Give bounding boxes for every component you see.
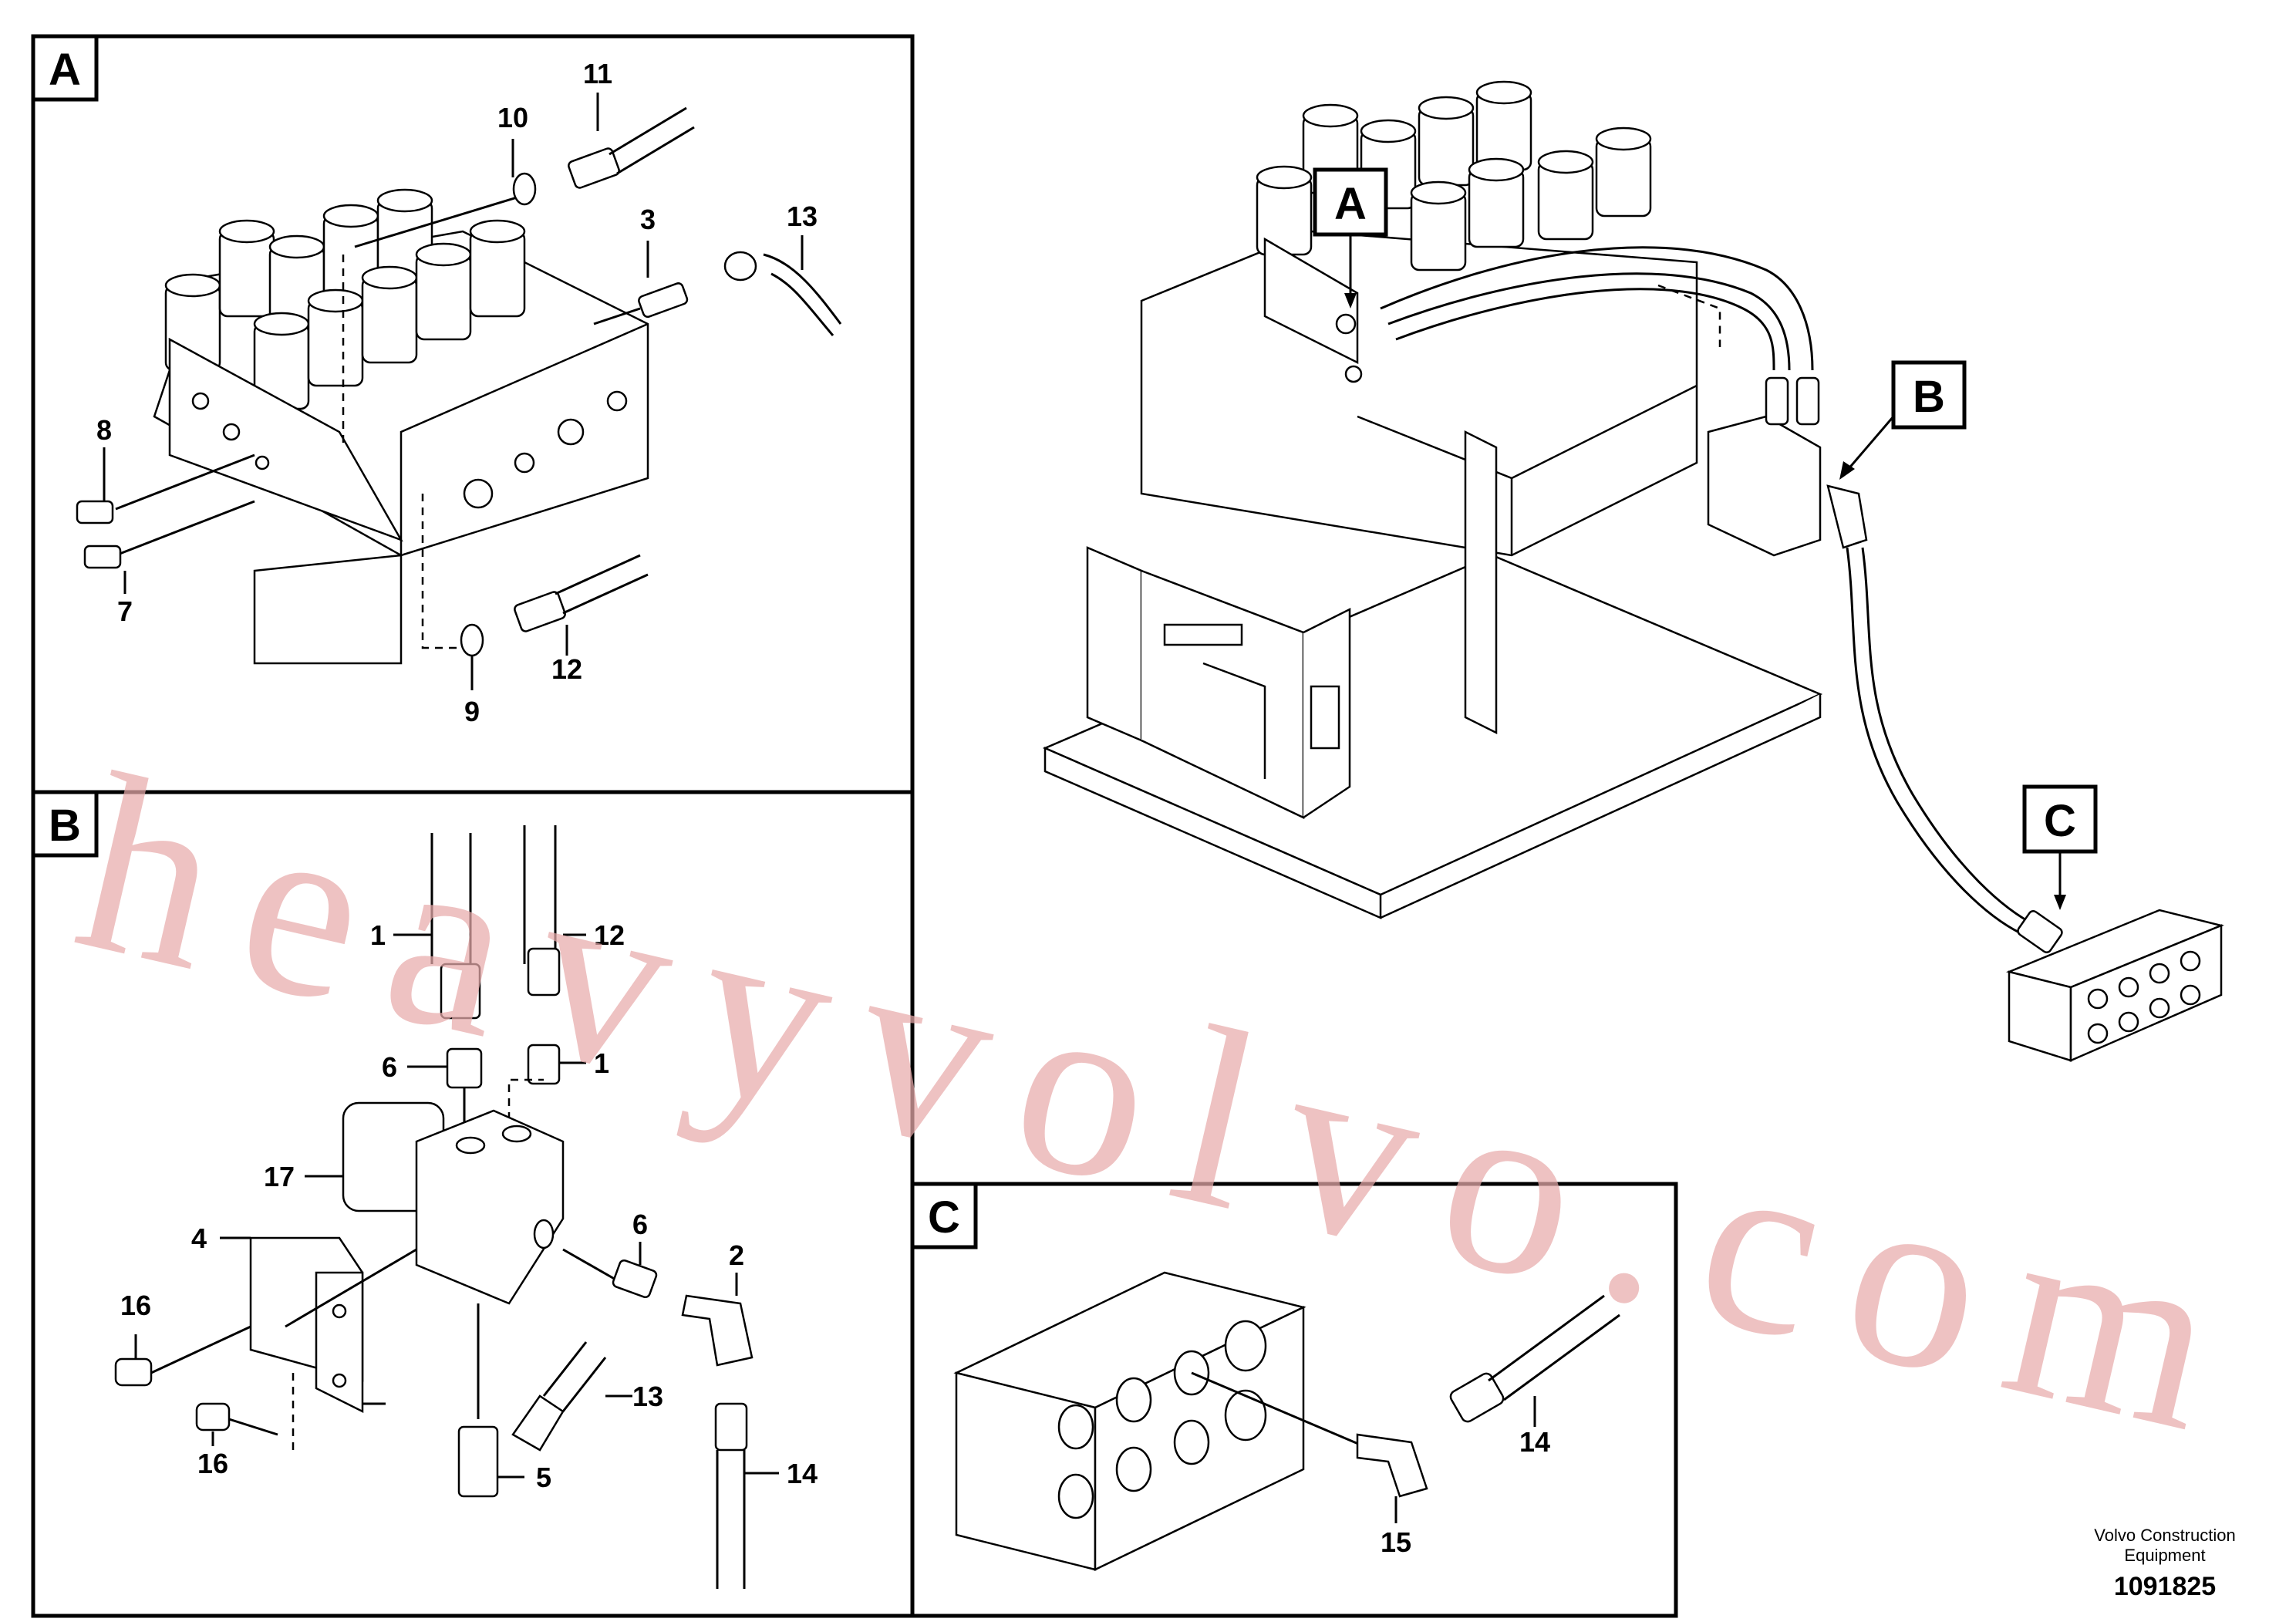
label-4: 4 <box>191 1222 207 1254</box>
footer-drawing-number: 1091825 <box>2114 1572 2216 1601</box>
label-14-b: 14 <box>1519 1426 1550 1458</box>
footer-company-line1: Volvo Construction <box>2094 1526 2235 1545</box>
nut-10-icon <box>512 172 537 206</box>
main-callout-c-letter: C <box>2044 796 2076 846</box>
label-13-b: 13 <box>632 1381 663 1412</box>
footer-block: Volvo Construction Equipment 1091825 <box>2094 1526 2235 1601</box>
label-3: 3 <box>640 204 656 235</box>
adapter-1-icon <box>527 1044 561 1085</box>
panel-c-labels: 15 14 <box>1381 1396 1550 1558</box>
label-6-a: 6 <box>382 1051 397 1083</box>
fitting-12-icon <box>514 591 566 632</box>
fitting-5-icon <box>457 1425 499 1498</box>
panel-b-labels: 1 12 6 1 17 4 6 2 13 14 5 16 16 <box>120 919 818 1493</box>
label-13-a: 13 <box>787 201 818 232</box>
label-11: 11 <box>583 58 612 89</box>
panel-a-fittings <box>76 106 842 657</box>
label-1-a: 1 <box>370 919 386 951</box>
panel-a-labels: 10 11 3 13 8 7 9 12 <box>96 58 818 727</box>
elbow-2-icon <box>681 1294 754 1367</box>
main-callout-c: C <box>2022 784 2098 910</box>
panel-c-frame <box>910 1182 1678 1618</box>
label-2: 2 <box>729 1239 744 1271</box>
fitting-11-icon <box>568 147 620 189</box>
label-16-b: 16 <box>197 1448 228 1479</box>
label-9: 9 <box>464 696 480 727</box>
main-callout-b: B <box>1839 360 1967 480</box>
label-1-b: 1 <box>594 1047 609 1079</box>
label-6-b: 6 <box>632 1209 648 1240</box>
panel-a-valve-block <box>115 188 649 665</box>
main-callout-a: A <box>1313 167 1388 309</box>
bolt-7-icon <box>83 545 122 569</box>
bolt-16-a-icon <box>114 1357 153 1387</box>
main-callout-a-letter: A <box>1334 179 1367 229</box>
panel-c-tag: C <box>910 1182 978 1249</box>
panel-b-letter: B <box>49 801 81 851</box>
label-16-a: 16 <box>120 1290 151 1321</box>
label-10: 10 <box>497 102 528 133</box>
main-assembly <box>1042 80 2224 1062</box>
bolt-16-b-icon <box>195 1402 231 1431</box>
footer-company-line2: Equipment <box>2124 1546 2205 1565</box>
label-5: 5 <box>536 1462 551 1493</box>
nut-9-icon <box>460 623 484 657</box>
elbow-15-icon <box>1356 1433 1428 1498</box>
label-12-b: 12 <box>594 919 625 951</box>
main-callout-b-letter: B <box>1913 372 1945 422</box>
panel-b-assembly <box>114 825 754 1589</box>
adapter-3-icon <box>638 282 689 319</box>
panel-a-tag: A <box>31 34 99 102</box>
label-12-a: 12 <box>551 653 582 685</box>
panel-a-letter: A <box>49 45 81 95</box>
label-15: 15 <box>1381 1526 1411 1558</box>
panel-b-tag: B <box>31 790 99 858</box>
label-8: 8 <box>96 414 112 446</box>
panel-c-manifold <box>953 1271 1620 1571</box>
panel-c-letter: C <box>928 1192 960 1243</box>
label-17: 17 <box>264 1161 295 1192</box>
label-7: 7 <box>117 595 133 627</box>
label-14-a: 14 <box>787 1458 818 1489</box>
bolt-8-icon <box>76 500 114 524</box>
adapter-6-b-icon <box>612 1259 658 1299</box>
